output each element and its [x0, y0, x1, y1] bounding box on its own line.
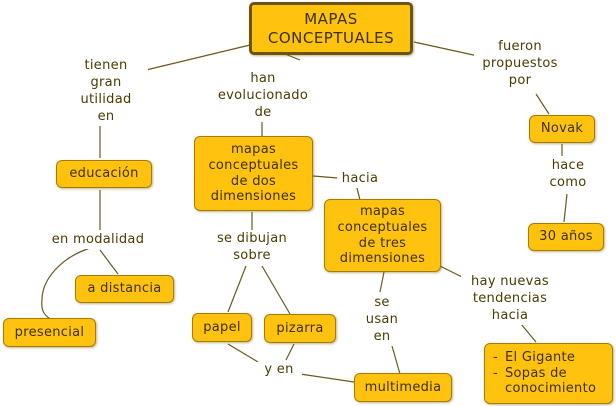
- distance-node: a distancia: [75, 275, 174, 303]
- link-towards: hacia: [337, 171, 383, 188]
- root-concept-node: MAPAS CONCEPTUALES: [249, 2, 413, 55]
- trend-item: Sopas de conocimiento: [493, 366, 612, 397]
- board-node: pizarra: [264, 314, 336, 343]
- trends-list: El Gigante Sopas de conocimiento: [493, 350, 612, 397]
- novak-node: Novak: [529, 115, 595, 143]
- multimedia-node: multimedia: [354, 373, 452, 402]
- link-used-in: se usan en: [360, 295, 404, 346]
- paper-node: papel: [192, 313, 252, 342]
- two-dimension-maps-node: mapas conceptuales de dos dimensiones: [194, 136, 313, 211]
- link-new-trends: hay nuevas tendencias hacia: [461, 274, 559, 325]
- thirty-years-node: 30 años: [528, 223, 604, 251]
- three-dimension-maps-node: mapas conceptuales de tres dimensiones: [324, 199, 441, 272]
- link-and-in: y en: [256, 362, 302, 379]
- link-drawn-on: se dibujan sobre: [204, 231, 300, 265]
- new-trends-node: El Gigante Sopas de conocimiento: [484, 343, 613, 404]
- link-modality: en modalidad: [40, 232, 156, 249]
- link-ago: hace como: [540, 158, 596, 192]
- presencial-node: presencial: [3, 318, 96, 347]
- link-evolved: han evolucionado de: [208, 71, 318, 122]
- trend-item: El Gigante: [493, 350, 612, 366]
- link-utility: tienen gran utilidad en: [64, 58, 148, 126]
- education-node: educación: [56, 160, 152, 188]
- link-proposed: fueron propuestos por: [474, 39, 566, 90]
